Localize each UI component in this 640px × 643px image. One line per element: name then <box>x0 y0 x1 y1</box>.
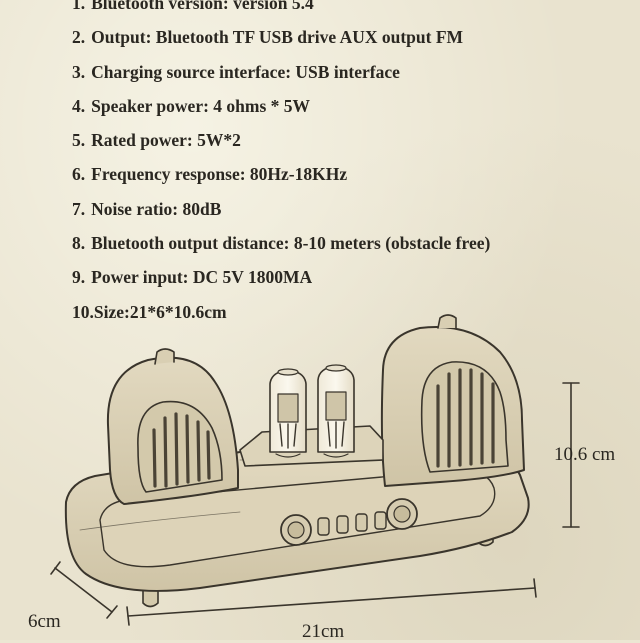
depth-dimension-label: 6cm <box>28 611 61 632</box>
spec-item: 9.Power input: DC 5V 1800MA <box>72 260 490 294</box>
spec-number: 7. <box>72 198 86 219</box>
spec-text: Speaker power: 4 ohms * 5W <box>91 95 311 116</box>
spec-number: 10. <box>72 301 94 322</box>
width-dimension-line <box>126 578 537 626</box>
spec-text: Frequency response: 80Hz-18KHz <box>91 164 348 185</box>
left-grille-slats <box>152 412 211 488</box>
spec-item: 2.Output: Bluetooth TF USB drive AUX out… <box>72 20 490 54</box>
vacuum-tube-left <box>269 368 307 458</box>
height-dimension-line <box>562 382 580 528</box>
spec-number: 1. <box>72 0 86 13</box>
spec-number: 3. <box>72 61 86 82</box>
vacuum-tube-right <box>317 364 355 458</box>
spec-text: Size:21*6*10.6cm <box>93 301 227 322</box>
left-knob <box>280 514 312 546</box>
left-grille-frame <box>137 400 223 493</box>
spec-item: 1. Bluetooth version: version 5.4 <box>72 0 490 20</box>
spec-number: 9. <box>72 267 86 288</box>
height-dimension-label: 10.6 cm <box>554 444 616 465</box>
spec-number: 8. <box>72 233 86 254</box>
spec-number: 5. <box>72 130 86 151</box>
spec-text: Output: Bluetooth TF USB drive AUX outpu… <box>91 27 464 48</box>
spec-text: Power input: DC 5V 1800MA <box>91 267 313 288</box>
spec-item: 8.Bluetooth output distance: 8-10 meters… <box>72 226 490 260</box>
spec-item: 3.Charging source interface: USB interfa… <box>72 55 490 89</box>
spec-text: Charging source interface: USB interface <box>91 61 400 82</box>
spec-item: 7.Noise ratio: 80dB <box>72 192 490 226</box>
spec-text: Rated power: 5W*2 <box>91 130 241 151</box>
spec-number: 6. <box>72 164 86 185</box>
spec-text: Noise ratio: 80dB <box>91 198 222 219</box>
spec-list: 1. Bluetooth version: version 5.4 2.Outpu… <box>72 0 490 329</box>
depth-dimension-line <box>50 561 118 619</box>
spec-number: 2. <box>72 27 86 48</box>
spec-text: Bluetooth output distance: 8-10 meters (… <box>91 233 491 254</box>
spec-item: 5.Rated power: 5W*2 <box>72 123 490 157</box>
control-button-2 <box>336 515 349 534</box>
control-button-3 <box>355 513 368 532</box>
left-foot <box>142 589 159 608</box>
right-grille-frame <box>420 361 509 473</box>
width-dimension-label: 21cm <box>302 621 345 642</box>
spec-number: 4. <box>72 95 86 116</box>
spec-item: 6.Frequency response: 80Hz-18KHz <box>72 157 490 191</box>
right-knob <box>386 498 418 530</box>
control-button-4 <box>374 511 387 530</box>
right-grille-slats <box>436 368 495 468</box>
tube-platform <box>239 425 384 467</box>
spec-text: Bluetooth version: version 5.4 <box>91 0 314 13</box>
spec-item: 4.Speaker power: 4 ohms * 5W <box>72 89 490 123</box>
control-button-1 <box>317 517 330 536</box>
spec-item: 10.Size:21*6*10.6cm <box>72 295 490 329</box>
